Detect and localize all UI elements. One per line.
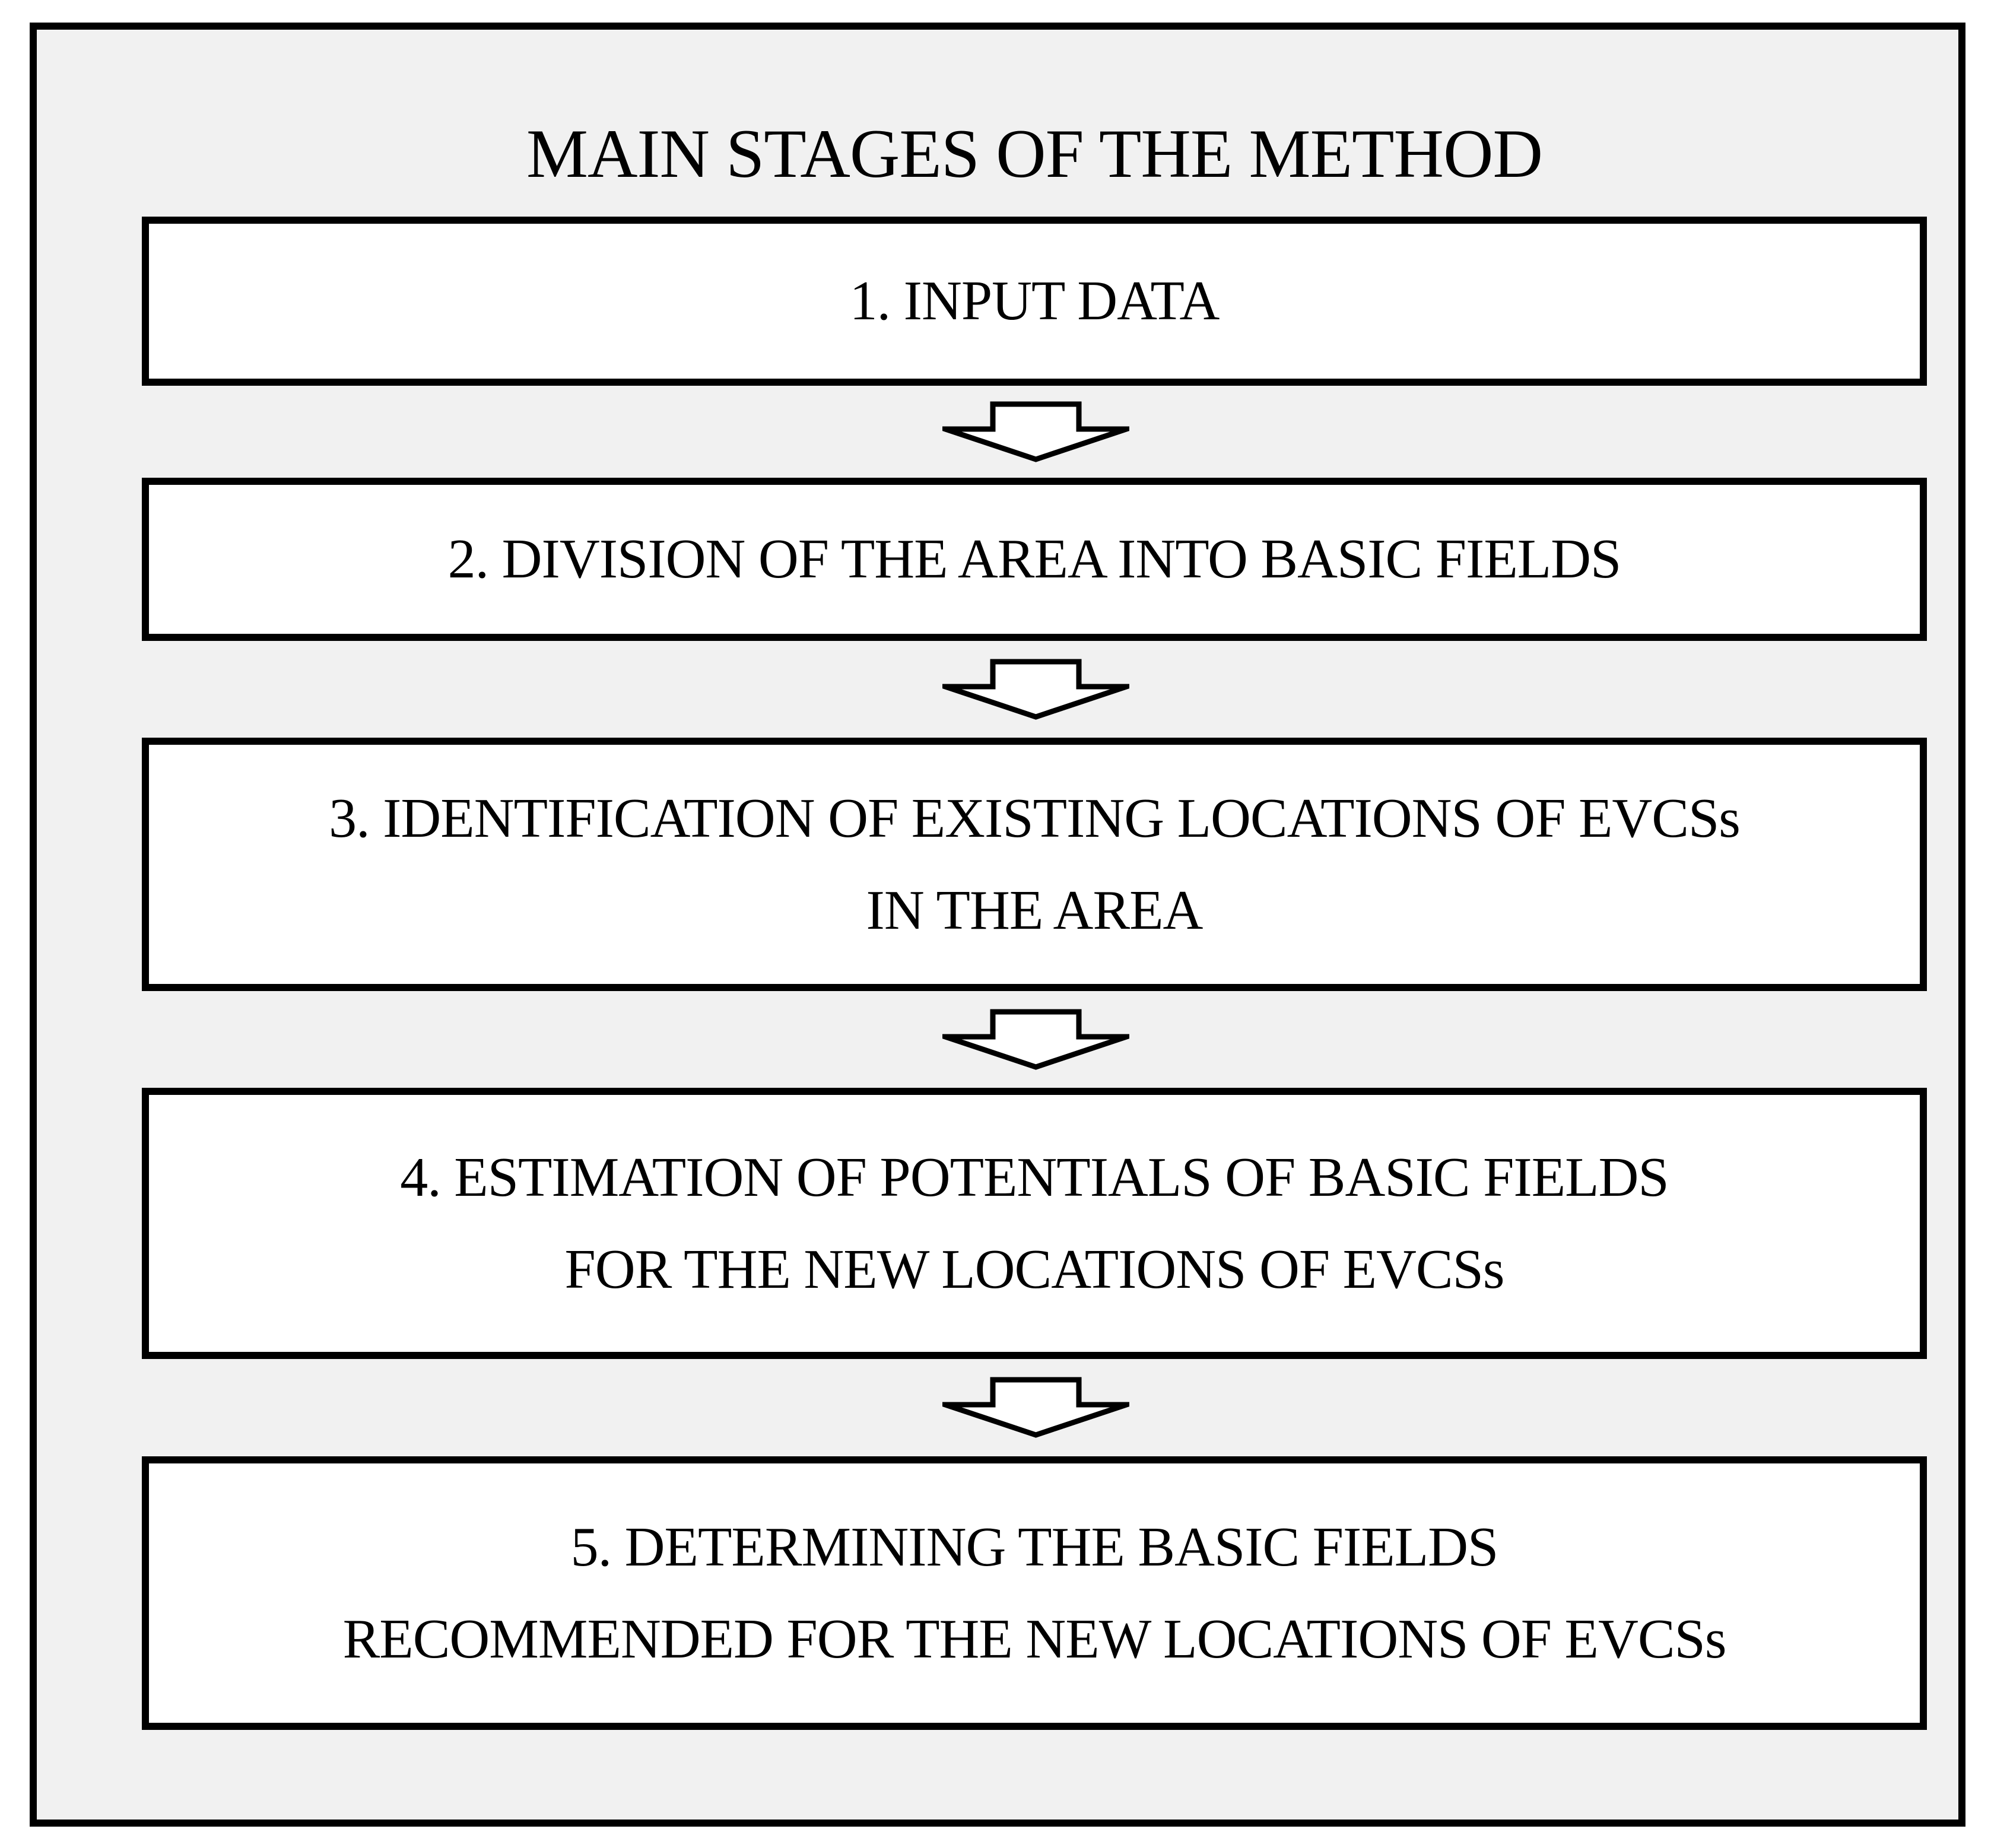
stage-box-input-data: 1. INPUT DATA [142, 217, 1927, 386]
stage-box-identification-existing-locations: 3. IDENTIFICATION OF EXISTING LOCATIONS … [142, 738, 1927, 991]
stage-label: 1. INPUT DATA [849, 270, 1220, 332]
stage-label-line-1: 4. ESTIMATION OF POTENTIALS OF BASIC FIE… [400, 1146, 1669, 1208]
stage-label-line-2: RECOMMENDED FOR THE NEW LOCATIONS OF EVC… [342, 1608, 1727, 1670]
down-arrow-icon [942, 401, 1129, 462]
stage-box-determining-recommended-fields: 5. DETERMINING THE BASIC FIELDS RECOMMEN… [142, 1456, 1927, 1730]
stage-label: 2. DIVISION OF THE AREA INTO BASIC FIELD… [447, 528, 1622, 590]
stage-label-line-1: 3. IDENTIFICATION OF EXISTING LOCATIONS … [329, 787, 1741, 849]
down-arrow-icon [942, 1377, 1129, 1438]
stage-box-division-into-basic-fields: 2. DIVISION OF THE AREA INTO BASIC FIELD… [142, 478, 1927, 641]
stage-box-estimation-of-potentials: 4. ESTIMATION OF POTENTIALS OF BASIC FIE… [142, 1088, 1927, 1359]
stage-label-line-2: IN THE AREA [866, 879, 1204, 941]
stage-label-line-2: FOR THE NEW LOCATIONS OF EVCSs [564, 1238, 1505, 1300]
stage-label-line-1: 5. DETERMINING THE BASIC FIELDS [570, 1516, 1499, 1578]
down-arrow-icon [942, 1009, 1129, 1070]
method-stages-panel: MAIN STAGES OF THE METHOD 1. INPUT DATA … [30, 23, 1965, 1827]
down-arrow-icon [942, 659, 1129, 720]
diagram-title: MAIN STAGES OF THE METHOD [526, 116, 1543, 192]
